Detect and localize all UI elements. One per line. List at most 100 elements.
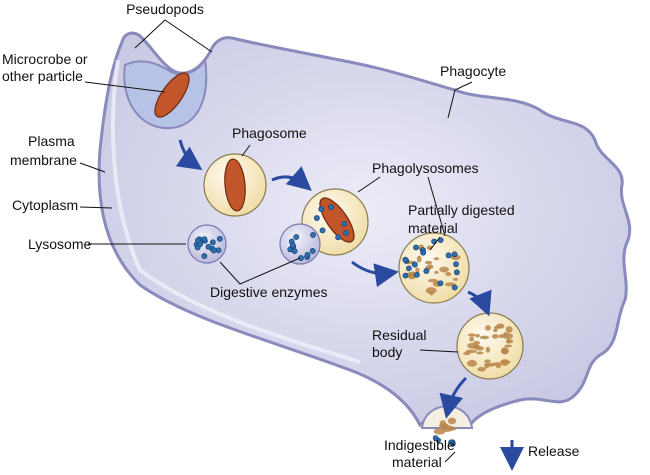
- enzyme-dot: [313, 215, 320, 221]
- label-plasma-2: membrane: [10, 152, 77, 168]
- label-phagosome: Phagosome: [232, 125, 307, 141]
- label-release: Release: [528, 443, 580, 459]
- label-microbe-2: other particle: [2, 68, 83, 84]
- leader-lines: [79, 19, 473, 463]
- debris-fragment: [505, 326, 513, 333]
- label-partial-2: material: [408, 220, 458, 236]
- debris-fragment: [453, 277, 458, 282]
- debris-fragment: [506, 338, 514, 344]
- debris-fragment: [415, 267, 420, 274]
- debris-fragment: [449, 426, 455, 431]
- debris-fragment: [476, 346, 484, 351]
- debris-fragment: [467, 359, 478, 367]
- label-pseudopods: Pseudopods: [126, 1, 204, 17]
- debris-fragment: [429, 291, 434, 296]
- debris-fragment: [491, 334, 499, 339]
- enzyme-dot: [402, 272, 409, 279]
- enzyme-dot: [209, 239, 216, 246]
- residual-body: [456, 312, 524, 380]
- label-digestive-enzymes: Digestive enzymes: [210, 284, 328, 300]
- enzyme-dot: [453, 261, 459, 268]
- label-cytoplasm: Cytoplasm: [12, 197, 78, 213]
- arrow-digest: [351, 260, 399, 288]
- enzyme-dot: [289, 242, 296, 249]
- enzyme-dot: [341, 220, 348, 227]
- debris-fragment: [477, 366, 486, 372]
- enzyme-dot: [405, 265, 412, 272]
- enzyme-dot: [432, 435, 439, 441]
- enzyme-dot: [402, 256, 409, 263]
- enzyme-dot: [293, 234, 300, 240]
- enzyme-dot: [423, 268, 430, 274]
- lysosome: [187, 224, 227, 264]
- enzyme-dot: [298, 255, 304, 261]
- debris-fragment: [502, 333, 514, 340]
- debris-fragment: [500, 359, 510, 366]
- enzyme-dot: [453, 269, 460, 276]
- debris-fragment: [469, 336, 475, 342]
- enzyme-dot: [413, 271, 420, 278]
- debris-fragment: [416, 255, 422, 263]
- enzyme-dot: [309, 248, 316, 254]
- enzyme-dot: [445, 252, 452, 259]
- debris-fragment: [434, 270, 439, 274]
- enzyme-dot: [451, 251, 458, 258]
- debris-fragment: [485, 325, 491, 331]
- microbe: [154, 72, 190, 118]
- enzyme-dot: [201, 253, 208, 259]
- arrow-residual: [467, 289, 492, 317]
- enzyme-dot: [437, 280, 444, 287]
- debris-fragment: [445, 271, 452, 277]
- enzyme-dot: [195, 237, 201, 244]
- label-indigestible-2: material: [392, 454, 442, 470]
- enzyme-dot: [411, 261, 418, 268]
- debris-fragment: [484, 359, 491, 364]
- label-plasma-1: Plasma: [28, 133, 75, 149]
- label-microbe-1: Microcrobe or: [2, 51, 88, 67]
- enzyme-dot: [451, 284, 458, 291]
- debris-fragment: [475, 333, 480, 338]
- enzyme-dot: [420, 249, 427, 256]
- label-phagolysosomes: Phagolysosomes: [372, 160, 479, 176]
- debris-fragment: [463, 351, 471, 356]
- arrow-fuse: [271, 166, 312, 191]
- enzyme-dot: [205, 243, 212, 250]
- enzyme-dot: [318, 206, 325, 212]
- label-residual-2: body: [372, 344, 402, 360]
- arrow-exit: [439, 376, 468, 419]
- enzyme-dot: [210, 247, 217, 254]
- enzyme-dot: [328, 204, 335, 210]
- enzyme-dot: [448, 439, 454, 445]
- label-indigestible-1: Indigestible: [384, 437, 455, 453]
- enzyme-dot: [201, 236, 208, 242]
- enzyme-dot: [343, 230, 349, 236]
- debris-fragment: [424, 260, 433, 265]
- label-residual-1: Residual: [372, 327, 426, 343]
- label-partial-1: Partially digested: [408, 202, 515, 218]
- arrow-engulf: [175, 139, 203, 171]
- enzyme-dot: [319, 227, 326, 234]
- label-lysosome: Lysosome: [28, 236, 92, 252]
- debris-fragment: [476, 351, 484, 355]
- debris-fragment: [425, 287, 437, 295]
- debris-fragment: [439, 422, 449, 429]
- enzyme-dot: [304, 251, 311, 258]
- enzyme-dot: [335, 234, 341, 241]
- debris-fragment: [498, 334, 505, 339]
- enzyme-dot: [431, 238, 438, 245]
- label-phagocyte: Phagocyte: [440, 63, 506, 79]
- debris-fragment: [495, 362, 502, 369]
- enzyme-dot: [310, 232, 316, 238]
- debris-fragment: [447, 417, 457, 425]
- debris-fragment: [433, 257, 440, 261]
- debris-fragment: [479, 335, 490, 340]
- enzyme-dot: [215, 247, 222, 254]
- debris-fragment: [409, 271, 417, 279]
- debris-fragment: [493, 328, 498, 333]
- enzyme-dot: [291, 248, 298, 255]
- debris-fragment: [486, 362, 496, 367]
- enzyme-dot: [216, 235, 223, 242]
- debris-fragment: [473, 340, 481, 345]
